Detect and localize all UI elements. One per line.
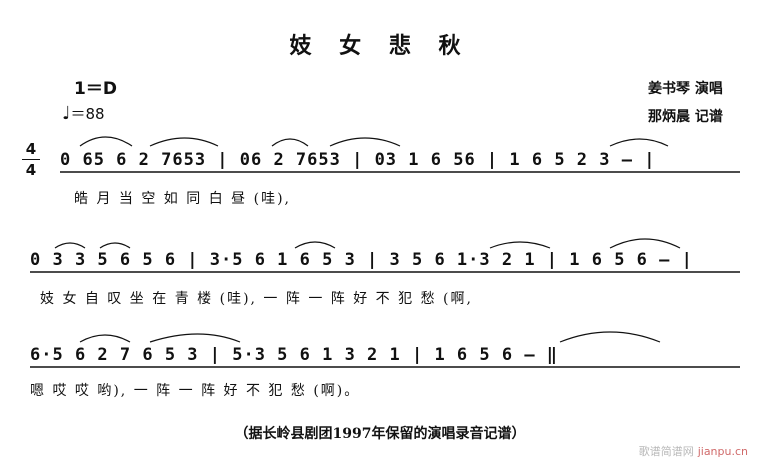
song-title: 妓 女 悲 秋 [289,33,471,59]
slur [99,242,131,249]
time-signature-bottom: 4 [25,161,37,179]
slur [294,241,336,249]
slur [149,137,219,147]
staff-1-lyrics: 皓 月 当 空 如 同 白 昼 (哇), [74,191,291,207]
staff-3-lyrics: 嗯 哎 哎 哟), 一 阵 一 阵 好 不 犯 愁 (啊)。 [30,383,361,399]
staff-2-notes: 0 3 3 5 6 5 6 | 3·5 6 1 6 5 3 | 3 5 6 1·… [30,250,693,270]
slur [54,242,86,249]
quarter-note-icon: ♩ [62,103,71,124]
tempo-value: ＝88 [70,105,105,123]
source-footnote: （据长岭县剧团1997年保留的演唱录音记谱） [234,426,526,442]
staff-2-lyrics: 妓 女 自 叹 坐 在 青 楼 (哇), 一 阵 一 阵 好 不 犯 愁 (啊, [40,291,473,307]
transcriber-credit: 那炳晨 记谱 [648,109,723,125]
slur [559,331,661,343]
staff-1-notes: 0 65 6 2 7653 | 06 2 7653 | 03 1 6 56 | … [60,150,656,170]
slur [489,241,551,249]
time-signature-top: 4 [25,140,37,158]
staff-3-notes: 6·5 6 2 7 6 5 3 | 5·3 5 6 1 3 2 1 | 1 6 … [30,345,559,365]
time-signature: 4 4 [20,140,42,179]
performer-credit: 姜书琴 演唱 [648,81,723,97]
slur [271,138,309,147]
watermark-url: jianpu.cn [697,445,748,458]
slur [609,238,681,249]
slur [79,334,131,343]
time-signature-divider [22,159,40,160]
slur [329,137,401,147]
slur [79,136,133,147]
watermark-site: 歌谱简谱网 [638,445,694,458]
slur [609,138,669,147]
tempo-marking: ♩＝88 [62,103,105,124]
key-signature: 1＝D [74,79,117,99]
slur [149,333,241,343]
